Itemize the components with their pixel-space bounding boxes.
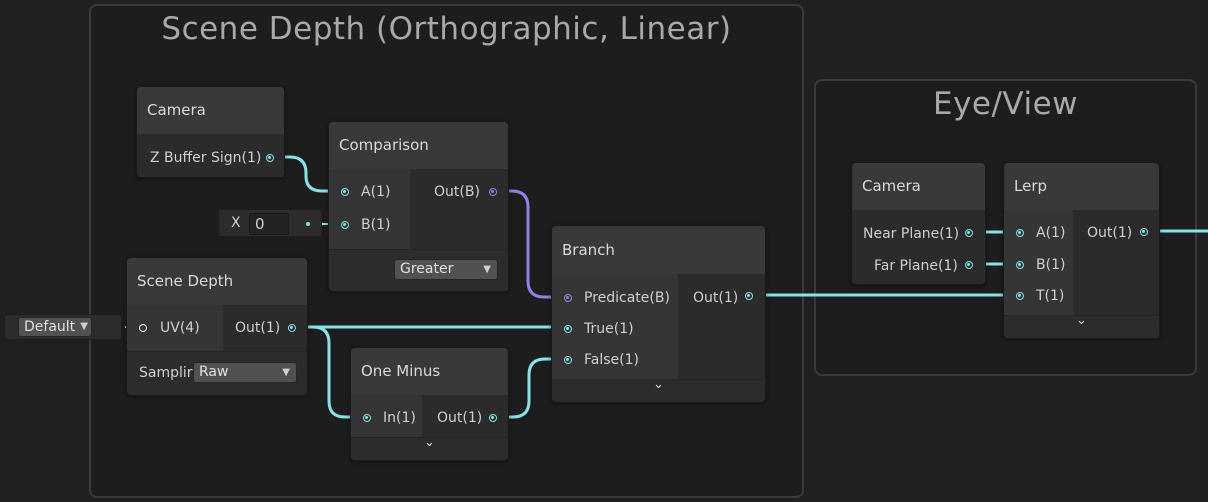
sampling-label: Samplir <box>139 365 193 381</box>
chevron-down-icon[interactable]: ⌄ <box>424 435 435 450</box>
comparison-mode-value: Greater <box>400 261 454 277</box>
node-camera-eye-title: Camera <box>852 163 985 210</box>
node-one-minus-title: One Minus <box>351 348 508 395</box>
dropdown-arrow-icon: ▼ <box>282 367 290 378</box>
port-label-near-plane: Near Plane(1) <box>863 226 960 242</box>
output-port-lerp-out[interactable] <box>1140 228 1148 236</box>
node-camera-title: Camera <box>137 87 284 134</box>
output-port-far-plane[interactable] <box>965 261 973 269</box>
port-label-a: A(1) <box>361 184 391 200</box>
input-port-false[interactable] <box>564 356 572 364</box>
node-scene-depth-title: Scene Depth <box>127 258 307 305</box>
comparison-mode-dropdown[interactable]: Greater ▼ <box>394 259 498 280</box>
port-label-false: False(1) <box>584 352 639 368</box>
uv-default-inline-field[interactable]: Default ▼ <box>4 314 122 340</box>
node-camera[interactable]: Camera Z Buffer Sign(1) <box>136 86 285 178</box>
sampling-value: Raw <box>199 364 229 380</box>
port-label-scene-depth-out: Out(1) <box>235 320 281 336</box>
port-label-b: B(1) <box>361 217 391 233</box>
one-minus-expand-bar[interactable]: ⌄ <box>351 435 508 460</box>
lerp-expand-bar[interactable]: ⌄ <box>1004 313 1159 338</box>
port-label-far-plane: Far Plane(1) <box>874 258 958 274</box>
uv-default-value: Default <box>24 319 76 335</box>
group-title-scene-depth: Scene Depth (Orthographic, Linear) <box>161 11 732 47</box>
x-field-connector-dot <box>306 222 310 226</box>
comparison-b-inline-field[interactable]: X 0 <box>218 209 322 237</box>
output-port-scene-depth-out[interactable] <box>288 324 296 332</box>
port-label-out-b: Out(B) <box>434 184 480 200</box>
branch-expand-bar[interactable]: ⌄ <box>552 377 765 402</box>
node-one-minus[interactable]: One Minus In(1) Out(1) ⌄ <box>350 347 509 461</box>
input-port-uv[interactable] <box>139 324 147 332</box>
port-label-lerp-t: T(1) <box>1036 288 1065 304</box>
uv-default-dropdown[interactable]: Default ▼ <box>18 317 92 337</box>
node-camera-eye[interactable]: Camera Near Plane(1) Far Plane(1) <box>851 162 986 285</box>
dropdown-arrow-icon: ▼ <box>483 264 491 275</box>
port-label-predicate: Predicate(B) <box>584 290 670 306</box>
input-port-lerp-a[interactable] <box>1016 229 1024 237</box>
x-field-label: X <box>231 215 241 231</box>
node-lerp[interactable]: Lerp A(1) B(1) T(1) Out(1) ⌄ <box>1003 162 1160 339</box>
input-port-b[interactable] <box>341 221 349 229</box>
input-port-in[interactable] <box>363 414 371 422</box>
port-label-lerp-out: Out(1) <box>1087 225 1133 241</box>
node-scene-depth[interactable]: Scene Depth UV(4) Out(1) Samplir Raw ▼ <box>126 257 308 396</box>
chevron-down-icon[interactable]: ⌄ <box>653 377 664 392</box>
chevron-down-icon[interactable]: ⌄ <box>1076 313 1087 328</box>
input-port-true[interactable] <box>564 325 572 333</box>
input-port-lerp-t[interactable] <box>1016 292 1024 300</box>
input-port-a[interactable] <box>341 188 349 196</box>
node-branch-title: Branch <box>552 226 765 274</box>
port-label-true: True(1) <box>584 321 634 337</box>
port-label-one-minus-out: Out(1) <box>437 410 483 426</box>
port-label-uv: UV(4) <box>160 320 200 336</box>
port-label-lerp-b: B(1) <box>1036 257 1066 273</box>
port-label-lerp-a: A(1) <box>1036 225 1066 241</box>
node-comparison[interactable]: Comparison A(1) B(1) Out(B) Greater ▼ <box>328 121 509 292</box>
dropdown-arrow-icon: ▼ <box>80 321 88 332</box>
output-port-one-minus-out[interactable] <box>489 414 497 422</box>
input-port-predicate[interactable] <box>564 294 572 302</box>
input-port-lerp-b[interactable] <box>1016 261 1024 269</box>
node-comparison-title: Comparison <box>329 122 508 169</box>
output-port-near-plane[interactable] <box>965 229 973 237</box>
port-label-branch-out: Out(1) <box>693 290 739 306</box>
output-port-z-buffer-sign[interactable] <box>266 154 274 162</box>
node-branch[interactable]: Branch Predicate(B) True(1) False(1) Out… <box>551 225 766 403</box>
port-label-z-buffer-sign: Z Buffer Sign(1) <box>150 150 262 166</box>
output-port-out-b[interactable] <box>489 188 497 196</box>
x-value-input[interactable]: 0 <box>249 213 289 235</box>
output-port-branch-out[interactable] <box>745 292 753 300</box>
group-title-eye-view: Eye/View <box>932 86 1078 122</box>
port-label-in: In(1) <box>383 410 416 426</box>
node-lerp-title: Lerp <box>1004 163 1159 210</box>
sampling-dropdown[interactable]: Raw ▼ <box>193 362 297 383</box>
